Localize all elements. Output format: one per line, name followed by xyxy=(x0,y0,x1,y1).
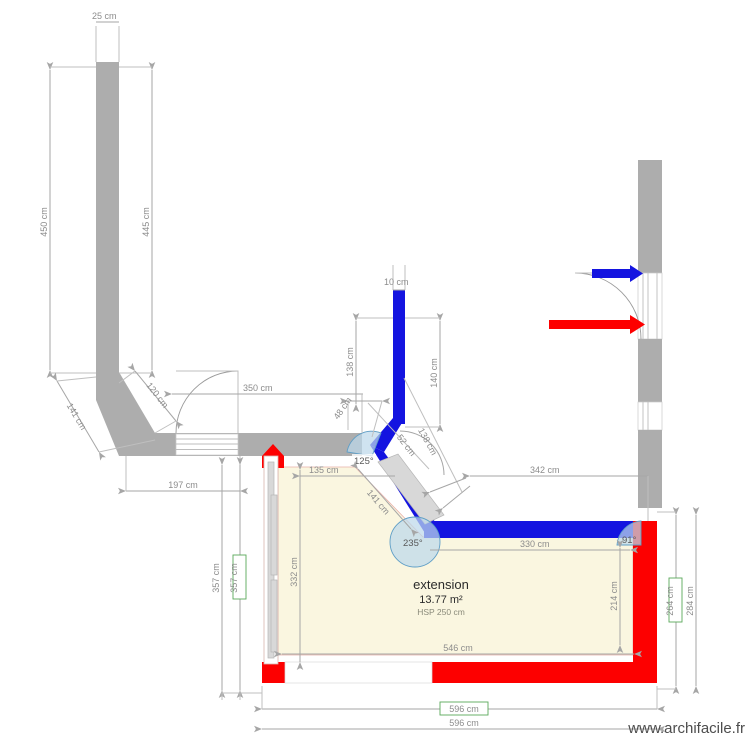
dim-10cm-label: 10 cm xyxy=(384,277,409,287)
blue-direction-arrow xyxy=(592,265,643,282)
wall-left-vertical xyxy=(96,62,155,456)
dim-330cm-label: 330 cm xyxy=(520,539,550,549)
dim-264cm-label: 264 cm xyxy=(665,586,675,616)
dim-141cm-label: 141 cm xyxy=(65,401,89,431)
ext-48cm xyxy=(347,400,383,438)
wall-blue-diagonal-upper xyxy=(370,418,405,452)
wall-blue-vertical xyxy=(393,290,405,424)
ext-52cm xyxy=(367,402,430,470)
dim-197cm-label: 197 cm xyxy=(168,480,198,490)
dimline-141cm-inner xyxy=(350,460,419,538)
door-swing-arc-top xyxy=(175,370,239,434)
room-label-group: extension 13.77 m² HSP 250 cm xyxy=(413,577,469,617)
watermark-label: www.archifacile.fr xyxy=(627,720,745,737)
dim-596cm-highlight-label: 596 cm xyxy=(449,704,479,714)
window-lower-lines xyxy=(642,402,649,430)
dimline-120cm xyxy=(127,362,184,430)
red-direction-arrow xyxy=(549,315,645,334)
angle-91-label: 91° xyxy=(622,535,637,546)
dim-214cm-label: 214 cm xyxy=(609,581,619,611)
dim-596cm-outer-label: 596 cm xyxy=(449,718,479,728)
ext-450cm xyxy=(50,66,96,374)
dimline-diag-a xyxy=(421,477,467,498)
angle-235-label: 235° xyxy=(403,538,423,549)
door-frame-guide xyxy=(176,370,239,433)
sliding-window-sash-a xyxy=(270,494,278,576)
sliding-window-sash-b xyxy=(270,579,278,653)
wall-top-horizontal xyxy=(119,433,362,456)
ext-25cm xyxy=(95,26,120,62)
angle-125-label: 125° xyxy=(354,456,374,467)
arc-52-138 xyxy=(399,430,445,476)
wall-red-bottom-left-cap xyxy=(262,662,285,683)
ext-197cm xyxy=(125,456,241,560)
ext-10cm xyxy=(392,265,406,290)
ext-140cm xyxy=(405,317,440,428)
dim-350cm-label: 350 cm xyxy=(243,383,273,393)
dim-357cm-outer-label: 357 cm xyxy=(211,563,221,593)
wall-blue-horizontal xyxy=(424,521,635,538)
wall-right-upper xyxy=(638,160,662,273)
door-leaf-lines xyxy=(176,438,238,450)
walls-group xyxy=(96,62,663,684)
dim-25cm-label: 25 cm xyxy=(92,11,117,21)
wall-right-lower xyxy=(638,430,662,508)
wall-right-mid xyxy=(638,339,662,402)
dim-445cm-label: 445 cm xyxy=(141,207,151,237)
window-opening-right-upper xyxy=(637,272,663,340)
direction-arrows-group xyxy=(549,265,645,334)
door-opening-top xyxy=(175,433,239,456)
dim-450cm-label: 450 cm xyxy=(39,207,49,237)
dim-357cm-highlight-box xyxy=(232,554,247,600)
dim-342cm-label: 342 cm xyxy=(530,465,560,475)
dim-138cm-inner-label: 138 cm xyxy=(345,347,355,377)
ext-264cm xyxy=(657,511,676,690)
dim-140cm-label: 140 cm xyxy=(429,358,439,388)
dim-264cm-highlight-box xyxy=(668,577,683,623)
room-height-label: HSP 250 cm xyxy=(417,607,465,617)
bottom-wall-opening xyxy=(284,661,433,684)
window-mullion-lines xyxy=(642,273,658,339)
dim-135cm-label: 135 cm xyxy=(309,465,339,475)
dim-332cm-label: 332 cm xyxy=(289,557,299,587)
dim-596cm-highlight-box xyxy=(439,701,489,716)
dim-48cm-label: 48 cm xyxy=(331,395,353,421)
dim-357cm-highlight-label: 357 cm xyxy=(229,563,239,593)
angle-marker-125-arc xyxy=(346,430,382,457)
dim-120cm-label: 120 cm xyxy=(144,380,170,409)
ext-141cm xyxy=(56,376,156,453)
window-opening-right-lower xyxy=(637,401,663,431)
dim-138cm-diag-label: 138 cm xyxy=(416,426,439,457)
bottom-left-ticks xyxy=(221,686,263,700)
dimline-141cm xyxy=(50,372,106,461)
dim-284cm-label: 284 cm xyxy=(685,586,695,616)
dim-546cm-label: 546 cm xyxy=(443,643,473,653)
ext-138cm-diag xyxy=(403,377,463,493)
room-area-label: 13.77 m² xyxy=(419,594,463,606)
ext-120cm xyxy=(118,370,177,434)
room-name-label: extension xyxy=(413,577,469,592)
dimline-diag-b xyxy=(434,485,471,516)
room-extension-fill xyxy=(278,467,633,655)
